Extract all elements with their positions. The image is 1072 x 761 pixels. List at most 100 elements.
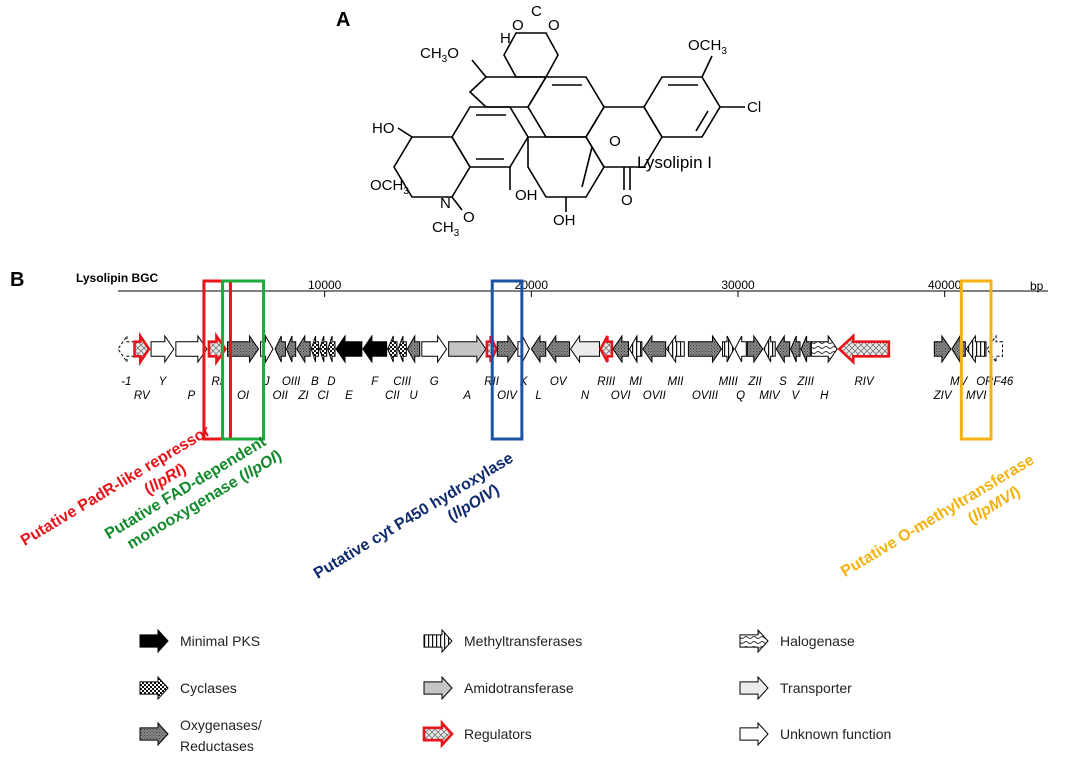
atom-och3-top: OCH3 xyxy=(688,37,727,57)
gene-label-oiv: OIV xyxy=(497,390,518,402)
gene-label-oii: OII xyxy=(273,390,289,402)
gene-label-v: V xyxy=(792,390,801,402)
gene-arrow-p xyxy=(175,334,208,364)
atom-ch3o-left: CH3O xyxy=(420,45,459,65)
gene-arrow-h xyxy=(810,334,838,364)
gene-arrow-riv xyxy=(837,333,891,365)
panel-a-letter: A xyxy=(336,9,350,31)
bond-lactam-o xyxy=(451,196,463,211)
lysolipin-structure xyxy=(393,32,745,212)
gene-arrow-e xyxy=(335,334,363,364)
legend-swatch-unknown xyxy=(739,721,769,747)
panel-b-letter: B xyxy=(10,269,24,291)
atom-o-diox2: O xyxy=(548,17,560,34)
gene-label-f: F xyxy=(371,376,379,388)
highlight-box-oi xyxy=(221,279,266,441)
gene-label-b: B xyxy=(311,376,319,388)
gene-label-ovi: OVI xyxy=(611,390,632,402)
gene-label-d: D xyxy=(327,376,335,388)
gene-label-h: H xyxy=(820,390,829,402)
bond-ome-top xyxy=(701,55,713,78)
gene-arrow-ri xyxy=(207,331,228,367)
legend-label-oxygenase: Oxygenases/ xyxy=(180,717,262,733)
legend: Minimal PKSCyclasesOxygenases/Reductases… xyxy=(139,628,891,754)
ring-cyclohexyl xyxy=(468,76,548,108)
panel-a: A xyxy=(336,3,761,239)
ruler-tick-label: 30000 xyxy=(721,278,755,292)
gene-label-j: J xyxy=(263,376,270,388)
legend-swatch-pks xyxy=(139,628,169,654)
legend-swatch-amido xyxy=(423,675,453,701)
gene-arrow-ziii xyxy=(800,335,811,363)
legend-swatch-oxygenase xyxy=(139,721,169,747)
highlight-boxes xyxy=(202,279,993,441)
gene-label-ci: CI xyxy=(317,390,329,402)
gene-arrow-orf46 xyxy=(986,334,1004,364)
annotation-p450-hydroxylase: Putative cyt P450 hydroxylase (llpOIV) xyxy=(311,450,517,583)
gene-label-riii: RIII xyxy=(597,376,616,388)
gene-arrow-zi xyxy=(296,334,311,364)
gene-label-ov: OV xyxy=(550,376,568,388)
gene-arrow-oiii xyxy=(285,335,297,363)
ruler-unit: bp xyxy=(1030,279,1044,293)
gene-label-miv: MIV xyxy=(759,390,781,402)
highlight-box-oiv xyxy=(490,279,524,441)
bond-ho xyxy=(397,127,413,138)
gene-label-p: P xyxy=(188,390,196,402)
atom-oh-low: OH xyxy=(515,187,538,204)
gene-arrow-mv xyxy=(951,334,966,364)
gene-arrow-mi xyxy=(628,334,643,364)
gene-label-mv: MV xyxy=(950,376,969,388)
gene-arrow-q xyxy=(734,335,747,363)
gene-label-ziii: ZIII xyxy=(796,376,814,388)
gene-label-mii: MII xyxy=(667,376,684,388)
gene-arrow--1 xyxy=(117,334,136,364)
legend-swatch-halogenase xyxy=(739,628,769,654)
atom-h: H xyxy=(500,30,511,47)
legend-label-unknown: Unknown function xyxy=(780,726,891,742)
gene-label-oiii: OIII xyxy=(282,376,301,388)
gene-arrow-mvi xyxy=(965,334,987,364)
atom-ch3-n: CH3 xyxy=(432,219,460,239)
gene-label-ciii: CIII xyxy=(393,376,412,388)
gene-label-a: A xyxy=(462,390,471,402)
gene-arrow-d xyxy=(327,335,336,363)
legend-swatch-cyclase xyxy=(139,675,169,701)
gene-arrow-riii xyxy=(599,335,614,363)
ring-center-low xyxy=(527,136,605,198)
gene-arrow-oi xyxy=(227,334,260,364)
gene-label-cii: CII xyxy=(385,390,401,402)
legend-swatch-regulator xyxy=(422,719,454,749)
gene-arrow-s xyxy=(775,334,791,364)
atom-n: N xyxy=(440,195,451,212)
gene-arrow-n xyxy=(569,334,601,364)
gene-label-oviii: OVIII xyxy=(692,390,719,402)
legend-label-pks: Minimal PKS xyxy=(180,633,260,649)
gene-arrow-k xyxy=(517,335,530,363)
bond-ome-left xyxy=(471,59,487,78)
annotation-p450-line1: Putative cyt P450 hydroxylase xyxy=(311,450,517,583)
gene-label-rv: RV xyxy=(134,390,151,402)
highlight-box-mvi xyxy=(959,279,993,441)
legend-label-regulator: Regulators xyxy=(464,726,532,742)
gene-label-l: L xyxy=(535,390,541,402)
gene-arrow-y xyxy=(150,334,175,364)
ruler-tick-label: 10000 xyxy=(308,278,342,292)
compound-name: Lysolipin I xyxy=(637,153,712,172)
gene-arrow-a xyxy=(448,334,487,364)
gene-arrow-oviii xyxy=(687,334,723,364)
gene-arrow-miii xyxy=(722,335,735,363)
gene-label-g: G xyxy=(430,376,439,388)
gene-label-k: K xyxy=(520,376,529,388)
gene-label-y: Y xyxy=(159,376,168,388)
legend-label-oxygenase-2: Reductases xyxy=(180,738,254,754)
gene-label-miii: MIII xyxy=(719,376,739,388)
gene-cluster xyxy=(117,331,1004,367)
gene-label-zii: ZII xyxy=(747,376,762,388)
gene-arrow-g xyxy=(421,334,448,364)
gene-arrow-mii xyxy=(666,334,685,364)
atom-c-diox: C xyxy=(531,3,542,20)
gene-label-s: S xyxy=(779,376,787,388)
